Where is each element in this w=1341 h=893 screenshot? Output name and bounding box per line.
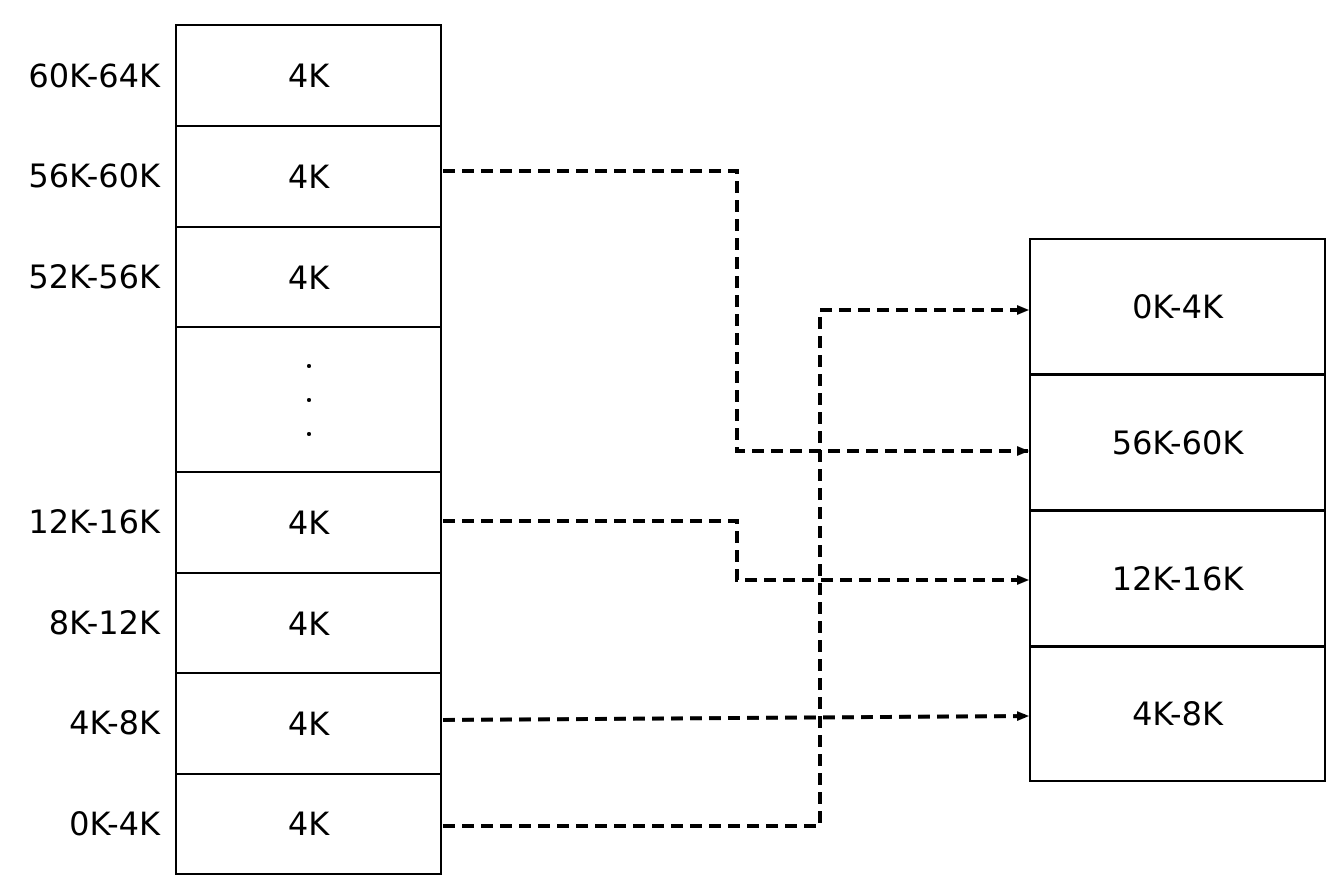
virtual-page-56k-60k: 4K (175, 125, 442, 228)
range-label-60k-64k: 60K-64K (28, 57, 160, 95)
range-label-0k-4k: 0K-4K (69, 805, 160, 843)
range-label-8k-12k: 8K-12K (48, 604, 160, 642)
mapping-arrow-12k-16k (443, 519, 1029, 585)
virtual-page-12k-16k: 4K (175, 471, 442, 574)
mapping-arrow-4k-8k (442, 711, 1029, 722)
virtual-page-4k-8k: 4K (175, 672, 442, 775)
virtual-page-52k-56k: 4K (175, 226, 442, 329)
range-label-56k-60k: 56K-60K (28, 157, 160, 195)
physical-frame-56k-60k: 56K-60K (1029, 374, 1326, 511)
mapping-arrow-0k-4k (443, 305, 1029, 828)
range-label-4k-8k: 4K-8K (69, 704, 160, 742)
ellipsis-dot (306, 363, 311, 368)
ellipsis-dot (306, 431, 311, 436)
virtual-page-8k-12k: 4K (175, 572, 442, 675)
physical-frame-0k-4k: 0K-4K (1029, 238, 1326, 375)
virtual-page-60k-64k: 4K (175, 24, 442, 127)
virtual-page-ellipsis (175, 326, 442, 473)
physical-frame-4k-8k: 4K-8K (1029, 646, 1326, 782)
virtual-page-0k-4k: 4K (175, 773, 442, 875)
mapping-arrow-56k-60k (443, 169, 1029, 456)
ellipsis-dot (306, 397, 311, 402)
range-label-12k-16k: 12K-16K (28, 503, 160, 541)
physical-frame-12k-16k: 12K-16K (1029, 510, 1326, 647)
range-label-52k-56k: 52K-56K (28, 258, 160, 296)
